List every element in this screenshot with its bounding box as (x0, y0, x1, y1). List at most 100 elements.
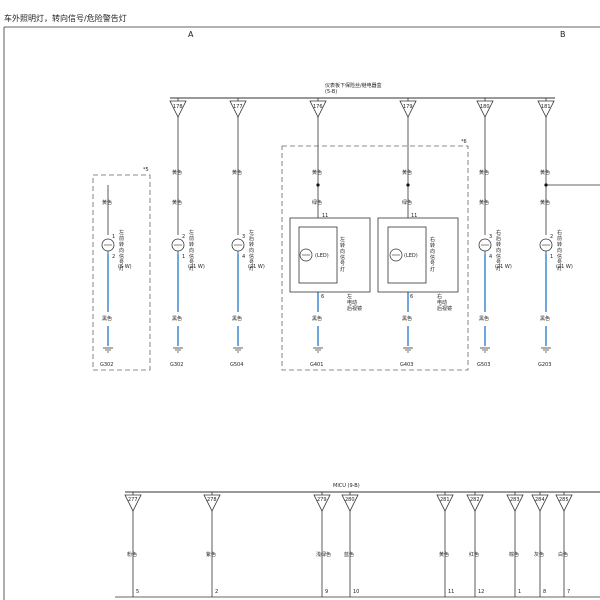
fuse-number: 176 (313, 104, 323, 110)
ground-label: G203 (538, 362, 551, 368)
pin-label: 1 (550, 254, 553, 260)
ground-label: G302 (100, 362, 113, 368)
fuse-terminal: 177 (229, 98, 247, 118)
ground-label: G504 (230, 362, 243, 368)
wire-color-label: 白色 (558, 551, 568, 558)
led-label: (LED) (315, 253, 329, 259)
terminal-number: 284 (535, 497, 545, 503)
pin-label: 2 (182, 234, 185, 240)
wire-color-labels: 黄色 黄色 黄色 黄色 黄色 黄色 黄色 黄色 绿色 绿色 黄色 黄色 黑色 黑… (102, 169, 550, 322)
ground-label: G503 (477, 362, 490, 368)
pin-label: 2 (112, 254, 115, 260)
ground-label: G302 (170, 362, 183, 368)
column-label-b: B (560, 30, 566, 39)
micu-terminal: 284 灰色 8 (531, 492, 549, 597)
ground-label: G401 (310, 362, 323, 368)
wire-label: 黄色 (312, 169, 322, 176)
wire-label: 黑色 (479, 315, 489, 322)
lamp-name: 右转向信号灯 (430, 236, 435, 273)
option-box-5 (92, 174, 151, 371)
pin-label: 6 (410, 294, 413, 300)
micu-terminal: 285 白色 7 (555, 492, 573, 597)
pin-label: 2 (550, 234, 553, 240)
wire-color-label: 红色 (469, 551, 479, 558)
wire-label: 黄色 (172, 169, 182, 176)
fuse-box-ref: (5-B) (325, 89, 337, 95)
wire-label: 黑色 (540, 315, 550, 322)
terminal-number: 285 (559, 497, 569, 503)
diagram-frame (3, 26, 600, 600)
fuse-box-label: 仪表板下保险丝/继电器盒 (325, 82, 382, 89)
lamp-name: 左前转向信号灯 (119, 229, 124, 272)
wire-label: 绿色 (402, 199, 412, 206)
pin-label: 11 (322, 213, 328, 219)
wire-label: 绿色 (312, 199, 322, 206)
wire-label: 黄色 (479, 169, 489, 176)
pin-label: 12 (478, 589, 484, 595)
lamp-name: 左转向信号灯 (340, 236, 345, 273)
terminal-number: 283 (510, 497, 520, 503)
wire-label: 黑色 (232, 315, 242, 322)
lamp-name: 右前转向信号灯 (557, 229, 562, 272)
terminal-number: 281 (440, 497, 450, 503)
pin-label: 3 (489, 234, 492, 240)
fuse-number: 178 (173, 104, 183, 110)
pin-label: 8 (543, 589, 546, 595)
fuse-number: 181 (541, 104, 551, 110)
ground-label: G403 (400, 362, 413, 368)
pin-label: 4 (242, 254, 245, 260)
pin-label: 4 (489, 254, 492, 260)
pin-label: 1 (112, 234, 115, 240)
micu-terminals: 277粉色5278紫色2279浅绿色9280蓝色10281黄色11282红色12… (124, 492, 573, 597)
pin-label: 7 (567, 589, 570, 595)
option-note-6: *6 (461, 139, 467, 145)
wire-label: 黑色 (312, 315, 322, 322)
turn-signal-circuit: 2 1 右前转向信号灯(21 W) G203 (538, 229, 573, 368)
wire-label: 黄色 (540, 199, 550, 206)
fuse-number: 179 (403, 104, 413, 110)
wire-label: 黑色 (172, 315, 182, 322)
lamp-wattage: (21 W) (495, 264, 512, 270)
pin-label: 1 (182, 254, 185, 260)
terminal-number: 280 (345, 497, 355, 503)
mirror-label: 右电动后视镜 (437, 293, 452, 312)
led-mirror-left: (LED) 11 6 (289, 213, 371, 300)
terminal-number: 277 (128, 497, 138, 503)
junction-dots (316, 183, 548, 187)
pin-label: 1 (518, 589, 521, 595)
terminal-number: 282 (470, 497, 480, 503)
diagram-title: 车外照明灯，转向信号/危险警告灯 (4, 13, 127, 23)
lamp-wattage: (5 W) (118, 264, 132, 270)
lamp-wattage: (21 W) (556, 264, 573, 270)
option-box-6 (281, 145, 469, 371)
led-mirror-right: (LED) 11 6 (377, 213, 459, 300)
top-fuses: 178 177 176 179 180 181 (169, 98, 555, 118)
terminal-number: 279 (317, 497, 327, 503)
fuse-terminal: 181 (537, 98, 555, 118)
wire-color-label: 棕色 (509, 551, 519, 558)
lamp-wattage: (21 W) (188, 264, 205, 270)
wire-label: 黑色 (102, 315, 112, 322)
wire-label: 黄色 (540, 169, 550, 176)
lamp-wattage: (21 W) (248, 264, 265, 270)
wire-label: 黄色 (232, 169, 242, 176)
wire-color-label: 灰色 (534, 551, 544, 558)
fuse-number: 180 (480, 104, 490, 110)
lamp-name: 右后转向信号灯 (496, 229, 501, 272)
wire-label: 黄色 (172, 199, 182, 206)
mirror-label: 左电动后视镜 (347, 293, 362, 312)
turn-signal-circuit: 1 2 左前转向信号灯(5 W) G302 (100, 229, 132, 368)
wire-label: 黑色 (402, 315, 412, 322)
fuse-number: 177 (233, 104, 243, 110)
pin-label: 5 (136, 589, 139, 595)
option-note-5: *5 (143, 167, 149, 173)
